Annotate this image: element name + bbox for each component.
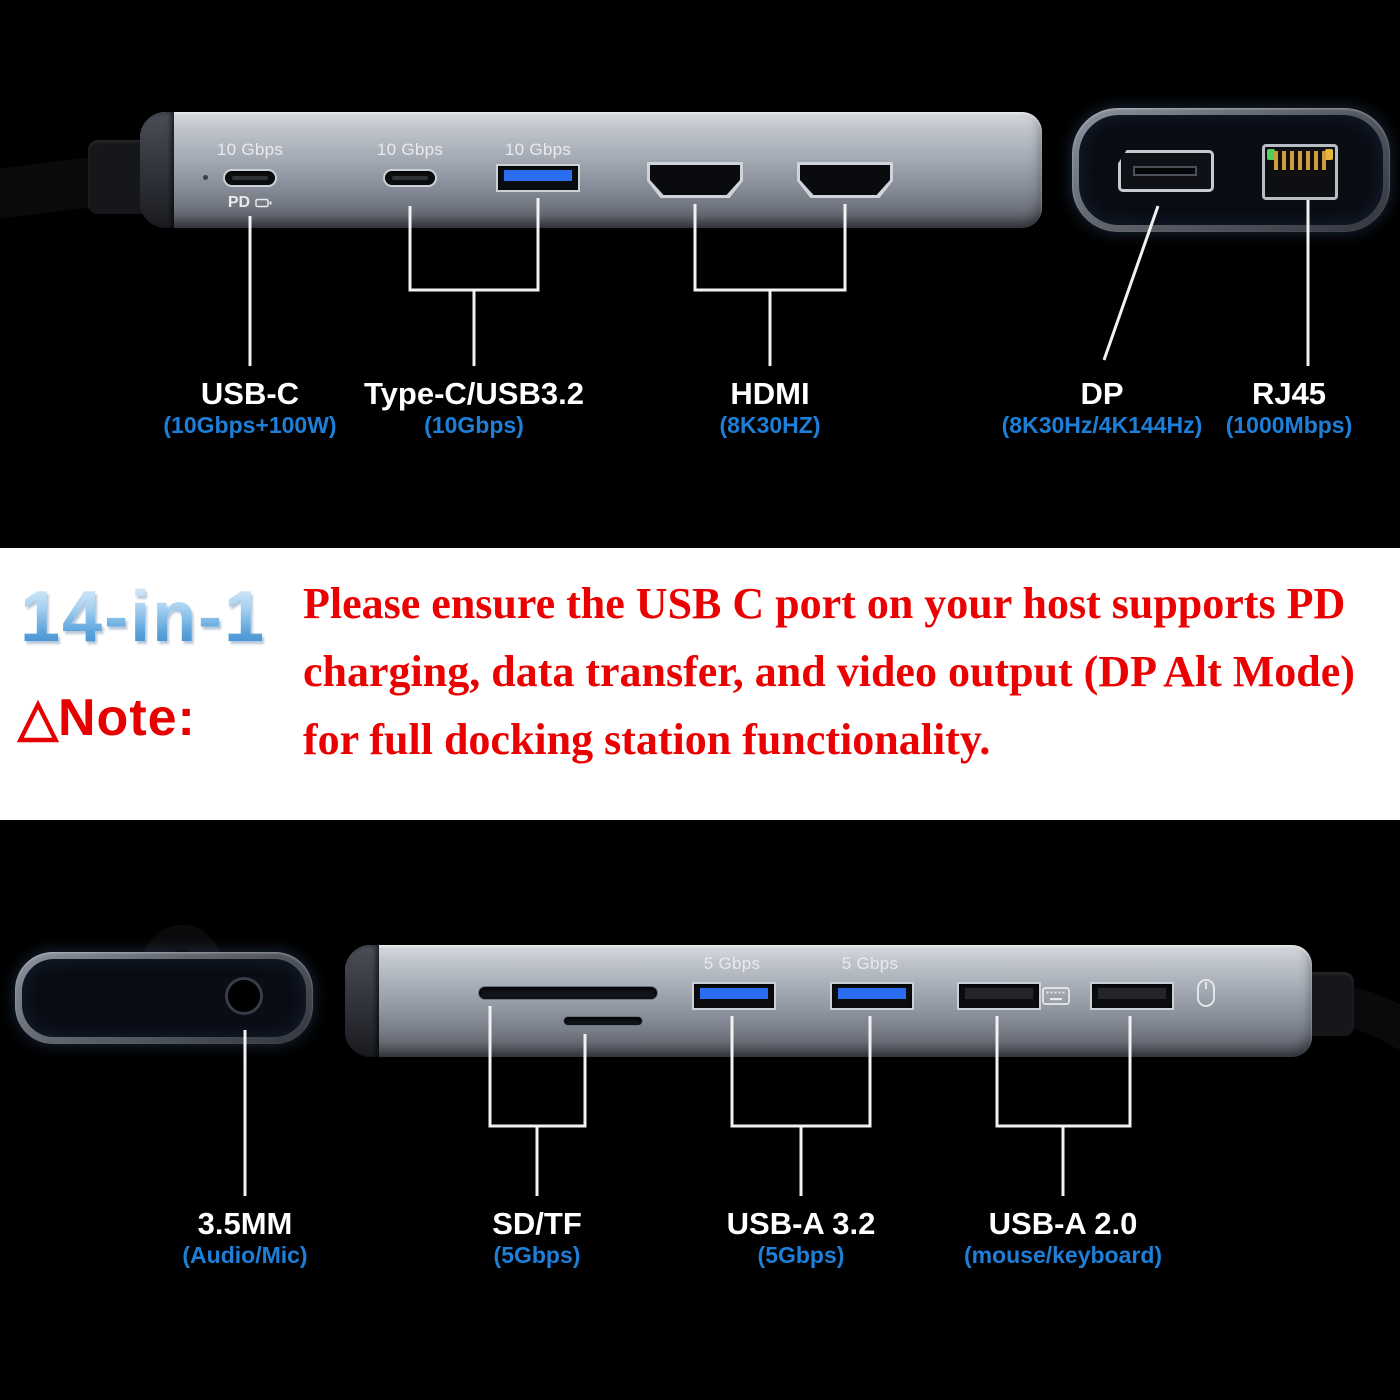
callout-sub-typec: (10Gbps)	[424, 412, 524, 438]
callout-sub-35mm: (Audio/Mic)	[182, 1242, 308, 1268]
sd-card-slot	[478, 986, 658, 1000]
hub-body-bottom-view: 5 Gbps 5 Gbps	[345, 945, 1312, 1057]
usba-3-2-port-1	[692, 982, 776, 1010]
note-label: Note:	[58, 689, 196, 747]
callout-sub-hdmi: (8K30HZ)	[719, 412, 821, 438]
callout-title-35mm: 3.5MM	[197, 1206, 293, 1241]
rj45-pins	[1274, 151, 1326, 170]
rj45-led-green	[1267, 149, 1275, 160]
hub-side-end-view	[15, 952, 313, 1044]
callout-title-usba20: USB-A 2.0	[988, 1206, 1138, 1241]
note-band: 14-in-1 △ Note: Please ensure the USB C …	[0, 548, 1400, 820]
callout-title-usba32: USB-A 3.2	[726, 1206, 876, 1241]
hub-endcap-left	[140, 112, 174, 228]
usba3-speed-label: 10 Gbps	[504, 140, 572, 159]
badge-14-in-1: 14-in-1	[20, 577, 267, 657]
tf-card-slot	[563, 1016, 643, 1026]
usba-2-0-port-1	[957, 982, 1041, 1010]
pd-label-row: PD	[210, 194, 290, 212]
note-text: Please ensure the USB C port on your hos…	[303, 579, 1355, 765]
warning-triangle-icon: △	[18, 689, 58, 747]
typec-speed-label: 10 Gbps	[376, 140, 444, 159]
callout-title-usbc: USB-C	[200, 376, 300, 411]
callout-title-hdmi: HDMI	[730, 376, 810, 411]
callout-title-typec: Type-C/USB3.2	[364, 376, 584, 411]
hdmi-port-1	[647, 162, 743, 198]
usbc-host-speed-label: 10 Gbps	[216, 140, 284, 159]
hub-body-top-view: 10 Gbps 10 Gbps 10 Gbps PD	[140, 112, 1042, 228]
note-label-row: △ Note:	[18, 688, 196, 748]
pd-label: PD	[227, 194, 251, 211]
power-led-indicator	[203, 175, 208, 180]
usba32-1-speed-label: 5 Gbps	[703, 954, 761, 973]
usba-3-2-port-2	[830, 982, 914, 1010]
usba-3-2-port-top	[496, 164, 580, 192]
callout-title-sdtf: SD/TF	[492, 1206, 582, 1241]
usbc-pd-port	[223, 169, 277, 187]
callout-sub-dp: (8K30Hz/4K144Hz)	[1001, 412, 1203, 438]
hub-endcap-left-2	[345, 945, 379, 1057]
hdmi-port-2	[797, 162, 893, 198]
callout-title-rj45: RJ45	[1251, 376, 1327, 411]
displayport-port	[1118, 150, 1214, 192]
callout-sub-usba20: (mouse/keyboard)	[963, 1242, 1163, 1268]
typec-data-port	[383, 169, 437, 187]
usba-2-0-port-2	[1090, 982, 1174, 1010]
rj45-ethernet-port	[1262, 144, 1338, 200]
callout-sub-sdtf: (5Gbps)	[493, 1242, 581, 1268]
mouse-icon	[1197, 979, 1215, 1007]
host-cable-top	[0, 157, 125, 219]
hub-rear-view	[1072, 108, 1390, 232]
hub-side-end-face	[22, 959, 306, 1037]
keyboard-icon	[1042, 987, 1070, 1005]
audio-jack-3-5mm	[228, 980, 260, 1012]
callout-title-dp: DP	[1080, 376, 1124, 411]
rj45-led-amber	[1325, 149, 1333, 160]
pd-battery-icon	[255, 198, 272, 208]
callout-sub-usbc: (10Gbps+100W)	[163, 412, 337, 438]
callout-sub-usba32: (5Gbps)	[757, 1242, 845, 1268]
callout-sub-rj45: (1000Mbps)	[1225, 412, 1353, 438]
usba32-2-speed-label: 5 Gbps	[841, 954, 899, 973]
